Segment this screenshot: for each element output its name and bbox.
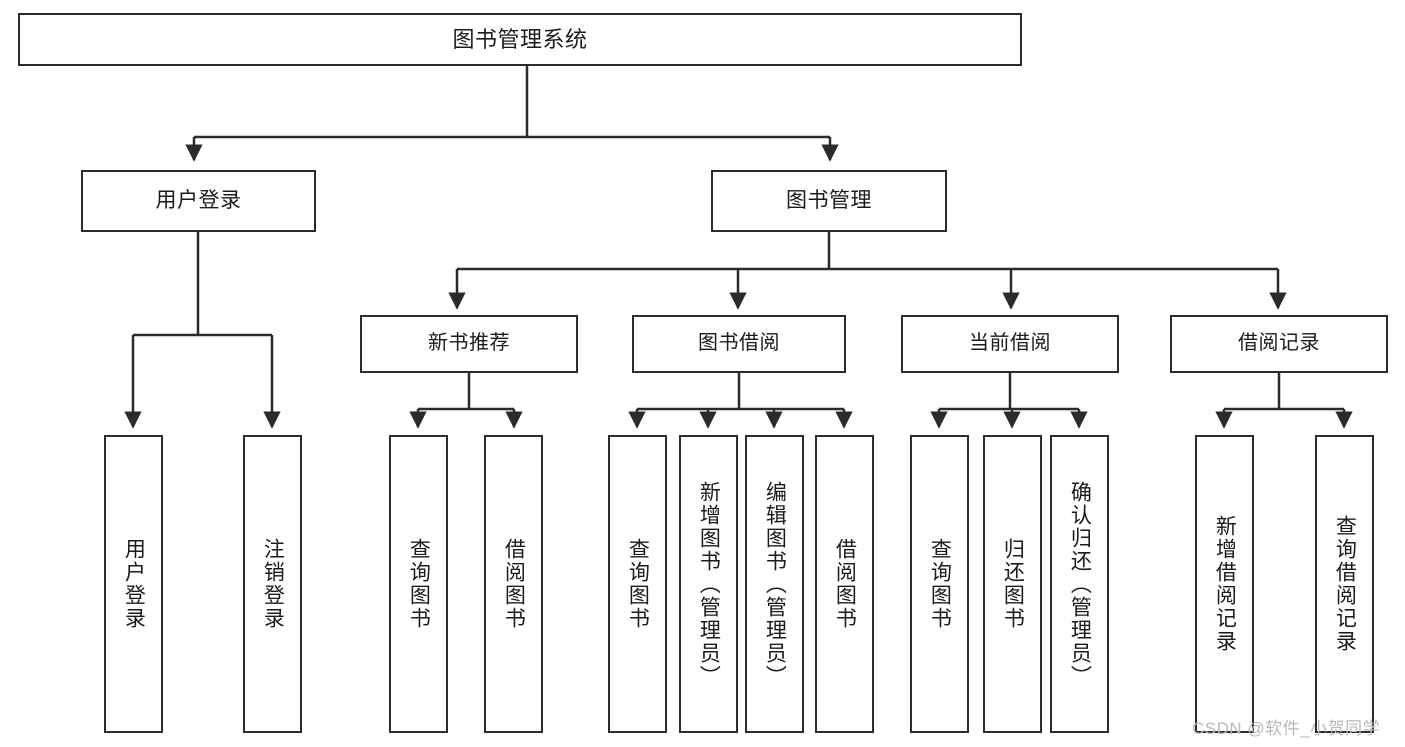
node-user-login[interactable]: 用户登录 <box>81 170 316 232</box>
node-new-book-recommendation[interactable]: 新书推荐 <box>360 315 578 373</box>
leaf-user-logout[interactable]: 注销登录 <box>243 435 302 733</box>
leaf-query-book-current[interactable]: 查询图书 <box>910 435 969 733</box>
leaf-borrow-book-recommendation[interactable]: 借阅图书 <box>484 435 543 733</box>
node-label: 图书管理 <box>786 188 872 212</box>
node-label: 新增图书（管理员） <box>697 480 721 688</box>
leaf-edit-book-admin[interactable]: 编辑图书（管理员） <box>745 435 804 733</box>
leaf-add-book-admin[interactable]: 新增图书（管理员） <box>679 435 738 733</box>
node-label: 注销登录 <box>261 538 285 630</box>
node-label: 当前借阅 <box>969 332 1051 355</box>
node-borrow-records[interactable]: 借阅记录 <box>1170 315 1388 373</box>
node-label: 查询借阅记录 <box>1333 515 1357 653</box>
leaf-user-login[interactable]: 用户登录 <box>104 435 163 733</box>
leaf-query-borrow-record[interactable]: 查询借阅记录 <box>1315 435 1374 733</box>
node-label: 图书借阅 <box>698 332 780 355</box>
node-label: 确认归还（管理员） <box>1068 480 1092 688</box>
node-label: 用户登录 <box>155 188 242 212</box>
node-label: 用户登录 <box>122 538 146 630</box>
node-book-borrowing[interactable]: 图书借阅 <box>632 315 846 373</box>
leaf-return-book[interactable]: 归还图书 <box>983 435 1042 733</box>
leaf-query-book-recommendation[interactable]: 查询图书 <box>389 435 448 733</box>
leaf-add-borrow-record[interactable]: 新增借阅记录 <box>1195 435 1254 733</box>
node-label: 新增借阅记录 <box>1213 515 1237 653</box>
node-label: 归还图书 <box>1001 538 1025 630</box>
node-label: 图书管理系统 <box>452 26 588 52</box>
node-label: 新书推荐 <box>428 332 510 355</box>
leaf-query-book-borrowing[interactable]: 查询图书 <box>608 435 667 733</box>
node-label: 编辑图书（管理员） <box>763 480 787 688</box>
csdn-watermark: CSDN @软件_小贺同学 <box>1192 719 1381 738</box>
node-book-management[interactable]: 图书管理 <box>711 170 947 232</box>
leaf-borrow-book-borrowing[interactable]: 借阅图书 <box>815 435 874 733</box>
node-label: 借阅图书 <box>833 538 857 630</box>
node-label: 借阅记录 <box>1238 332 1320 355</box>
node-label: 查询图书 <box>626 538 650 630</box>
node-label: 查询图书 <box>928 538 952 630</box>
leaf-confirm-return-admin[interactable]: 确认归还（管理员） <box>1050 435 1109 733</box>
node-root-system[interactable]: 图书管理系统 <box>18 13 1022 66</box>
node-label: 查询图书 <box>407 538 431 630</box>
node-label: 借阅图书 <box>502 538 526 630</box>
node-current-borrowing[interactable]: 当前借阅 <box>901 315 1119 373</box>
